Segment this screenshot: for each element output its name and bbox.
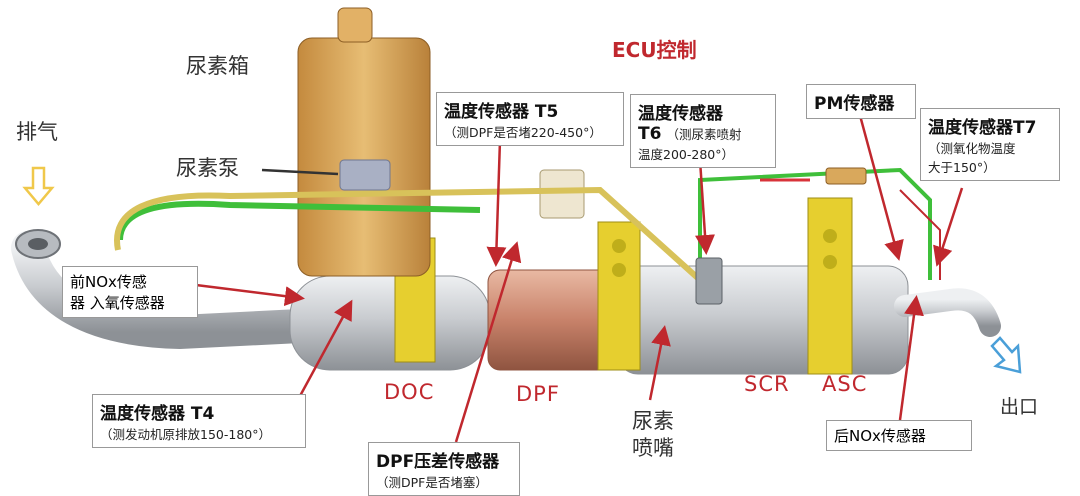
t6-sensor-block <box>695 257 723 305</box>
urea-tank-cap <box>337 7 373 43</box>
t7-note-line1: （测氧化物温度 <box>928 141 1016 156</box>
inlet-opening <box>28 238 48 250</box>
urea-nozzle-label-line1: 尿素 <box>632 409 674 433</box>
rear-nox-title: 后NOx传感器 <box>834 427 926 445</box>
ecu-label: ECU控制 <box>612 38 697 62</box>
callout-t7: 温度传感器T7 （测氧化物温度 大于150°） <box>920 108 1060 181</box>
callout-rear-nox: 后NOx传感器 <box>826 420 972 451</box>
leader-pm <box>856 107 904 261</box>
t6-note-line1: （测尿素喷射 <box>666 127 742 142</box>
callout-t5: 温度传感器 T5 （测DPF是否堵220-450°） <box>436 92 624 146</box>
leader-urea-pump <box>261 168 339 176</box>
urea-nozzle-label: 尿素 喷嘴 <box>632 408 674 463</box>
t7-title: 温度传感器T7 <box>928 118 1037 138</box>
callout-t6: 温度传感器 T6 （测尿素喷射 温度200-280°） <box>630 94 776 168</box>
doc-canister <box>289 275 491 371</box>
t6-title-line2: T6 <box>638 124 662 144</box>
t6-note-line2: 温度200-280°） <box>638 147 734 162</box>
green-line-2 <box>698 167 932 300</box>
exhaust-out-label: 出口 <box>1000 396 1039 418</box>
leader-t4 <box>298 299 353 397</box>
bracket-3 <box>807 197 853 375</box>
t4-note: （测发动机原排放150-180°） <box>100 427 271 442</box>
pm-sensor-body <box>825 167 867 185</box>
urea-tank-label: 尿素箱 <box>186 54 249 78</box>
scr-label: SCR <box>744 372 790 396</box>
callout-t4: 温度传感器 T4 （测发动机原排放150-180°） <box>92 394 306 448</box>
t4-title: 温度传感器 T4 <box>100 404 215 424</box>
leader-t6 <box>695 159 715 255</box>
front-nox-line2: 器 入氧传感器 <box>70 294 165 312</box>
t6-title-line1: 温度传感器 <box>638 104 723 124</box>
exhaust-in-arrow <box>22 166 55 206</box>
yellow-line-1 <box>114 186 703 283</box>
outlet-pipe <box>894 288 1001 337</box>
callout-pm: PM传感器 <box>806 84 916 119</box>
exhaust-in-label: 排气 <box>16 120 58 144</box>
leader-dpf-dp <box>454 241 522 443</box>
urea-pump-body <box>339 159 391 191</box>
t5-title: 温度传感器 T5 <box>444 102 559 122</box>
green-line-1 <box>117 200 481 241</box>
red-wire-2 <box>899 189 941 280</box>
dpf-label: DPF <box>516 382 560 406</box>
t6-row: T6 （测尿素喷射 <box>638 124 768 144</box>
leader-t7 <box>933 187 964 267</box>
exhaust-out-arrow <box>990 336 1022 374</box>
t7-note-line2: 大于150°） <box>928 160 996 175</box>
urea-tank <box>297 37 431 277</box>
leader-t5 <box>486 139 507 267</box>
callout-dpf-dp: DPF压差传感器 （测DPF是否堵塞） <box>368 442 520 496</box>
pm-title: PM传感器 <box>814 94 895 114</box>
ecu-module <box>539 169 585 219</box>
leader-front-nox <box>195 283 305 307</box>
callout-front-nox: 前NOx传感 器 入氧传感器 <box>62 266 198 318</box>
asc-label: ASC <box>822 372 868 396</box>
leader-rear-nox <box>898 295 924 421</box>
urea-nozzle-label-line2: 喷嘴 <box>632 436 674 461</box>
front-nox-line1: 前NOx传感 <box>70 273 147 291</box>
leader-urea-nozzle <box>648 325 671 401</box>
scr-canister <box>617 265 909 375</box>
urea-pump-label: 尿素泵 <box>176 156 239 180</box>
dpf-dp-title: DPF压差传感器 <box>376 452 500 472</box>
doc-label: DOC <box>384 380 435 404</box>
dpf-dp-note: （测DPF是否堵塞） <box>376 475 488 490</box>
t5-note: （测DPF是否堵220-450°） <box>444 125 602 140</box>
